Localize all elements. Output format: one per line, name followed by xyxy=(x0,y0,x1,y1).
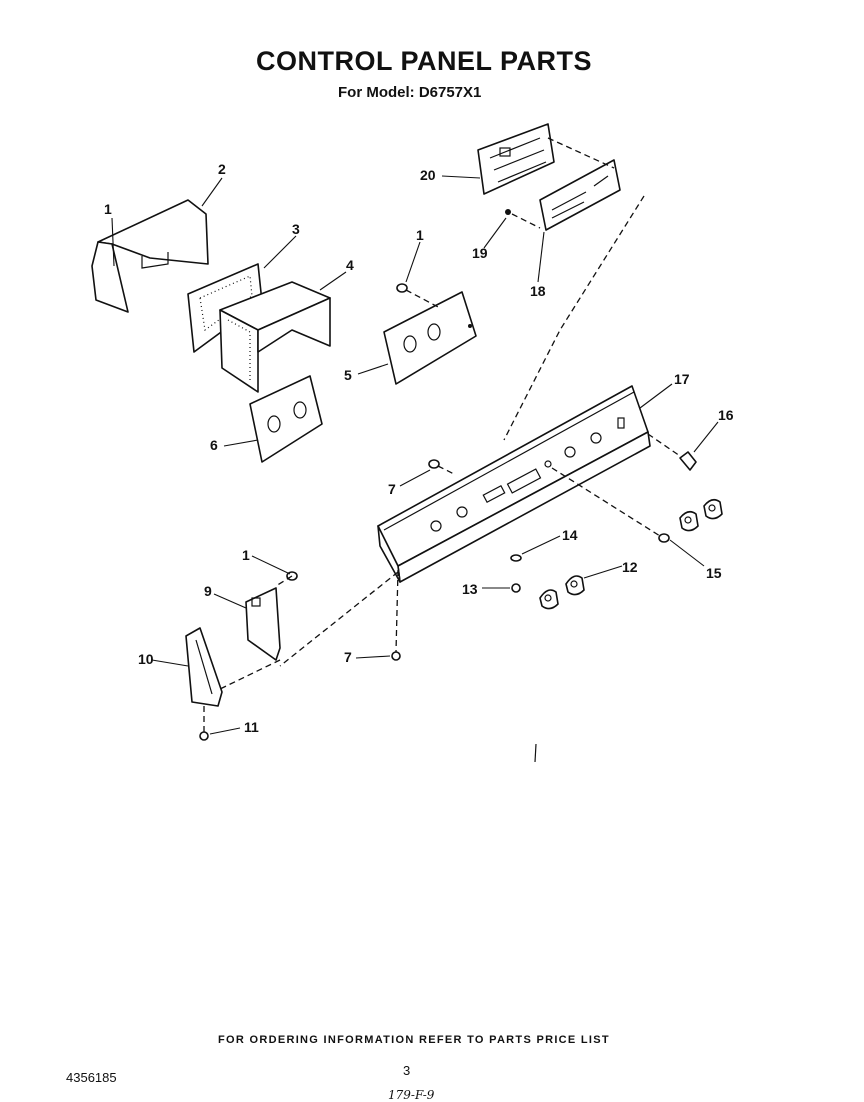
document-number: 4356185 xyxy=(66,1070,117,1085)
part-20-timer xyxy=(477,123,555,195)
callout-6: 6 xyxy=(210,437,218,453)
page-title: CONTROL PANEL PARTS xyxy=(256,46,593,76)
leader-lines xyxy=(111,175,719,735)
ordering-note: FOR ORDERING INFORMATION REFER TO PARTS … xyxy=(218,1034,610,1046)
part-19-screw xyxy=(505,209,541,229)
part-1-screw-top xyxy=(396,283,441,309)
part-14-clip xyxy=(510,554,522,562)
part-4-insulation-box xyxy=(219,281,331,393)
part-11-screw xyxy=(199,706,209,741)
callout-16: 16 xyxy=(718,407,734,423)
model-subtitle: For Model: D6757X1 xyxy=(338,84,482,101)
part-7-screw-lower xyxy=(391,569,401,661)
alignment-line xyxy=(547,137,615,169)
callout-19: 19 xyxy=(472,245,488,261)
callout-14: 14 xyxy=(562,527,578,543)
part-16-knob xyxy=(647,433,697,471)
alignment-line xyxy=(275,575,293,587)
callout-5: 5 xyxy=(344,367,352,383)
part-12-knobs xyxy=(539,575,585,610)
callout-15: 15 xyxy=(706,565,722,581)
alignment-line xyxy=(503,195,645,441)
handwritten-note: 179-F-9 xyxy=(388,1088,435,1102)
part-13-screw xyxy=(511,583,521,593)
callout-1: 1 xyxy=(104,201,112,217)
callout-7: 7 xyxy=(388,481,396,497)
alignment-line xyxy=(217,659,281,691)
callout-18: 18 xyxy=(530,283,546,299)
page-number: 3 xyxy=(403,1063,411,1078)
part-9-bracket xyxy=(245,587,281,661)
part-15-spring xyxy=(551,467,670,543)
callout-2: 2 xyxy=(218,161,226,177)
callout-11: 11 xyxy=(244,719,259,735)
part-10-end-cap xyxy=(185,627,223,707)
part-2-shield xyxy=(91,199,209,313)
callout-20: 20 xyxy=(420,167,436,183)
callout-17: 17 xyxy=(674,371,690,387)
callout-7-b: 7 xyxy=(344,649,352,665)
callout-12: 12 xyxy=(622,559,638,575)
knob-pair-right xyxy=(679,498,723,532)
callout-3: 3 xyxy=(292,221,300,237)
callout-9: 9 xyxy=(204,583,212,599)
part-6-plate xyxy=(249,375,323,463)
callout-10: 10 xyxy=(138,651,154,667)
callout-1-b: 1 xyxy=(416,227,424,243)
callout-13: 13 xyxy=(462,581,478,597)
part-7-screw xyxy=(428,459,455,475)
alignment-line xyxy=(279,571,399,667)
part-17-control-panel xyxy=(377,385,651,583)
part-18-overlay xyxy=(539,159,621,231)
callout-4: 4 xyxy=(346,257,354,273)
stray-mark xyxy=(534,743,537,763)
part-5-plate xyxy=(383,291,477,385)
callout-1-c: 1 xyxy=(242,547,250,563)
